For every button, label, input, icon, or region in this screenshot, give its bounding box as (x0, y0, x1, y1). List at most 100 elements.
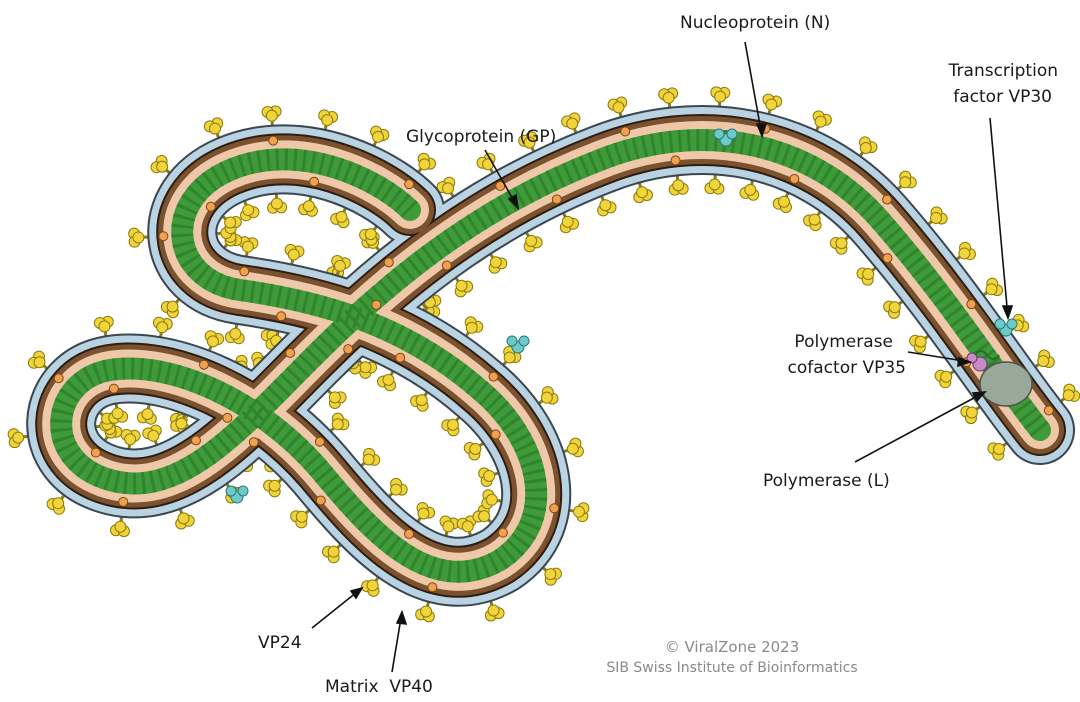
polymerase-l (979, 361, 1033, 407)
glycoprotein-spike (803, 209, 823, 232)
glycoprotein-spike (561, 112, 581, 135)
arrow-glycoprotein (507, 193, 520, 211)
glycoprotein-spike (597, 194, 617, 217)
pointer-nucleoprotein (744, 41, 763, 137)
vp24-dot (285, 347, 296, 358)
glycoprotein-spike (960, 404, 982, 425)
credit-line-2: SIB Swiss Institute of Bioinformatics (606, 660, 857, 676)
vp24-dot (248, 437, 259, 448)
glycoprotein-spike (1033, 349, 1055, 369)
vp24-dot (404, 179, 415, 190)
vp24-dot (551, 194, 562, 205)
glycoprotein-spike (298, 195, 318, 217)
label-glycoprotein: Glycoprotein (GP) (406, 127, 556, 147)
glycoprotein-spike (290, 508, 312, 529)
vp24-dot (276, 311, 287, 322)
glycoprotein-spike (704, 173, 725, 195)
glycoprotein-spike (128, 227, 150, 248)
vp24-dot (371, 299, 382, 310)
glycoprotein-spike (633, 181, 653, 204)
glycoprotein-spike (160, 297, 181, 319)
glycoprotein-spike (561, 437, 584, 458)
vp24-dot (190, 435, 201, 446)
glycoprotein-spike (203, 117, 224, 140)
glycoprotein-spike (541, 565, 563, 586)
glycoprotein-spike (481, 489, 503, 510)
glycoprotein-spike (204, 330, 225, 353)
glycoprotein-spike (981, 277, 1004, 298)
glycoprotein-spike (453, 275, 474, 298)
glycoprotein-spike (415, 600, 435, 623)
label-vp24: VP24 (258, 633, 302, 653)
glycoprotein-spike (263, 476, 284, 498)
glycoprotein-spike (478, 467, 501, 487)
vp24-dot (488, 371, 499, 382)
glycoprotein-spike (415, 501, 436, 524)
glycoprotein-spike (284, 243, 305, 266)
glycoprotein-spike (240, 199, 260, 222)
vp24-dot (309, 176, 320, 187)
glycoprotein-spike (484, 599, 505, 622)
arrow-vp35 (957, 356, 973, 368)
label-vp30-line2: factor VP30 (953, 87, 1052, 107)
vp24-dot (490, 429, 501, 440)
vp24-dot (198, 359, 209, 370)
arrow-vp40 (395, 609, 408, 625)
vp24-dot (1043, 405, 1054, 416)
glycoprotein-spike (120, 428, 141, 451)
glycoprotein-spike (416, 152, 437, 174)
glycoprotein-spike (909, 333, 931, 354)
glycoprotein-spike (436, 176, 456, 199)
glycoprotein-spike (668, 174, 689, 196)
glycoprotein-spike (464, 316, 484, 338)
glycoprotein-spike (331, 254, 351, 277)
arrow-vp24 (349, 586, 364, 600)
glycoprotein-spike (523, 230, 543, 253)
arrow-polymerase (971, 391, 987, 403)
glycoprotein-spike (142, 424, 162, 447)
glycoprotein-spike (93, 315, 114, 338)
vp24-dot (268, 135, 279, 146)
vp24-dot (90, 447, 101, 458)
glycoprotein-spike (328, 412, 350, 434)
arrow-nucleoprotein (755, 123, 768, 139)
glycoprotein-spike (27, 350, 49, 371)
rna-strand (974, 350, 1000, 360)
glycoprotein-spike (896, 170, 917, 191)
glycoprotein-spike (175, 507, 195, 530)
pointer-polymerase (854, 391, 986, 463)
vp24-dot (314, 436, 325, 447)
label-polymerase: Polymerase (L) (763, 471, 890, 491)
glycoprotein-spike (136, 402, 157, 425)
glycoprotein-spike (109, 515, 130, 538)
glycoprotein-spike (220, 214, 242, 235)
vp24-dot (882, 194, 893, 205)
glycoprotein-spike (439, 515, 460, 538)
vp24-dot (222, 412, 233, 423)
label-nucleoprotein: Nucleoprotein (N) (680, 13, 830, 33)
glycoprotein-spike (152, 316, 173, 339)
credit-line-1: © ViralZone 2023 (665, 638, 800, 656)
glycoprotein-spike (330, 206, 350, 229)
glycoprotein-spike (762, 93, 783, 116)
vp24-dot (395, 352, 406, 363)
glycoprotein-spike (267, 192, 288, 214)
vp24-dot (441, 260, 452, 271)
vp24-dot (404, 528, 415, 539)
glycoprotein-spike (387, 477, 408, 499)
glycoprotein-spike (224, 322, 245, 345)
vp24-dot (966, 299, 977, 310)
glycoprotein-spike (537, 386, 559, 406)
glycoprotein-spike (7, 428, 30, 449)
glycoprotein-spike (359, 224, 379, 246)
vp24-dot (497, 527, 508, 538)
glycoprotein-spike (954, 241, 976, 262)
vp24-dot (205, 201, 216, 212)
glycoprotein-spike (488, 252, 508, 274)
vp24-dot (549, 503, 560, 514)
glycoprotein-spike (463, 441, 486, 461)
label-vp30-line1: Transcription (948, 61, 1058, 81)
glycoprotein-spike (441, 415, 462, 437)
vp24-dot (670, 155, 681, 166)
